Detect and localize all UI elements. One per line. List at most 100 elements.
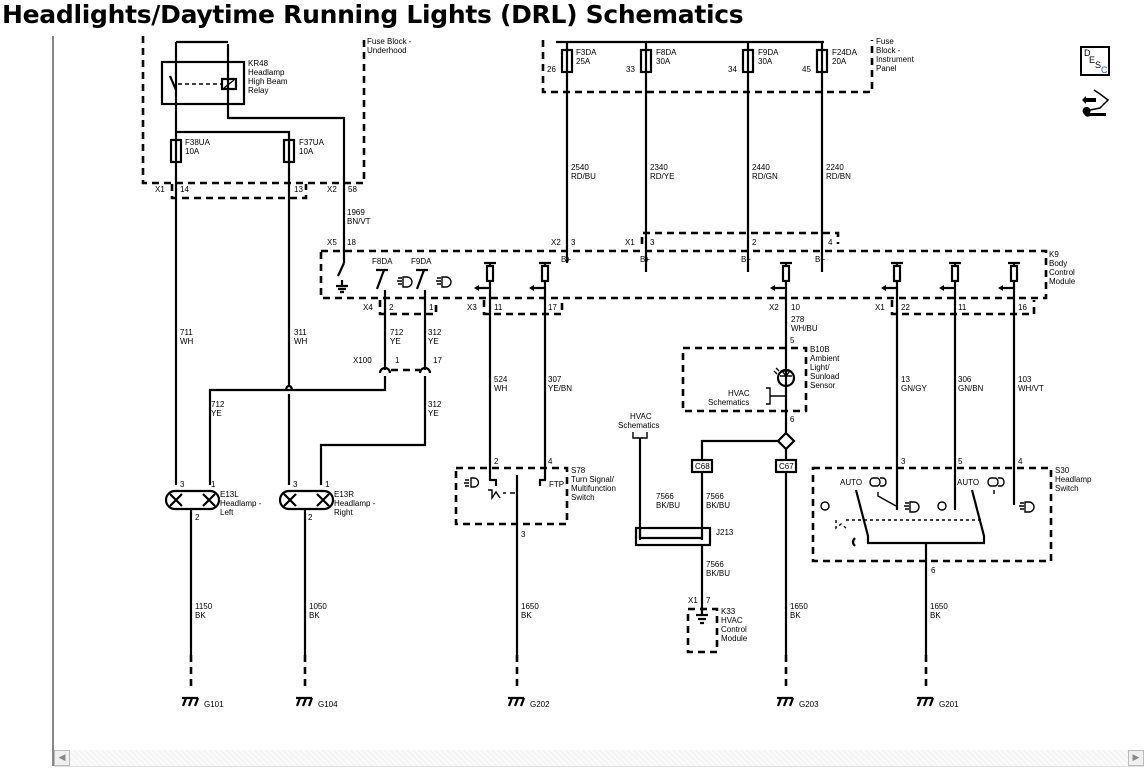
diagram-label: B+ (815, 255, 825, 264)
diagram-label: E13L (220, 490, 239, 499)
diagram-label: BK/BU (706, 501, 730, 510)
diagram-label: F38UA (185, 138, 211, 147)
diagram-label: 30A (758, 57, 773, 66)
diagram-label: Light/ (810, 363, 830, 372)
diagram-label: Control (721, 625, 747, 634)
diagram-label: 7566 (706, 492, 724, 501)
diagram-label: X1 (625, 238, 635, 247)
diagram-label: AUTO (957, 478, 979, 487)
diagram-label: 3 (180, 480, 185, 489)
diagram-label: 2540 (571, 163, 589, 172)
diagram-label: X100 (353, 356, 372, 365)
diagram-label: 18 (347, 238, 356, 247)
fuse-block-instrument-panel: Fuse Block - Instrument Panel (541, 37, 915, 94)
diagram-label: F8DA (372, 257, 393, 266)
headlamp-switch-s30: 3 5 4 6 AUTO AUTO S30 Headlamp Switch (811, 457, 1092, 575)
resistor-icon (485, 264, 495, 283)
diagram-label: E13R (334, 490, 354, 499)
headlamp-right-e13r: 3 1 2 E13R Headlamp - Right (278, 480, 376, 522)
diagram-label: 16 (1018, 303, 1027, 312)
diagram-label: 1 (325, 480, 330, 489)
diagram-label: FTP (549, 480, 564, 489)
diagram-label: WH (494, 384, 508, 393)
diagram-label: High Beam (248, 77, 288, 86)
diagram-label: BK/BU (656, 501, 680, 510)
ground-g104: G104 (295, 696, 338, 709)
diagram-label: 1050 (309, 602, 327, 611)
diagram-label: HVAC (721, 616, 743, 625)
body-control-module-k9: K9 Body Control Module (319, 249, 1076, 300)
diagram-label: 33 (626, 65, 635, 74)
diagram-label: C67 (779, 462, 794, 471)
diagram-label: Relay (248, 86, 268, 95)
diagram-label: 22 (901, 303, 910, 312)
hvac-control-module-k33: X1 7 K33 HVAC Control Module (686, 596, 748, 654)
diagram-label: 711 (180, 328, 193, 337)
diagram-label: BK (195, 611, 206, 620)
diagram-label: F37UA (299, 138, 325, 147)
ground-g203: G203 (776, 696, 819, 709)
diagram-label: 17 (433, 356, 442, 365)
diagram-label: 2440 (752, 163, 770, 172)
fuse-block-underhood: Fuse Block - Underhood (141, 36, 412, 185)
diagram-label: BK (309, 611, 320, 620)
diagram-label: 6 (790, 415, 795, 424)
diagram-label: 13 (901, 375, 910, 384)
splice-j213: J213 (634, 526, 734, 547)
diagram-label: WH (294, 337, 308, 346)
diagram-label: Headlamp (1055, 475, 1092, 484)
scroll-left-button[interactable]: ◀ (54, 750, 70, 766)
bcm-inputs (474, 261, 1020, 298)
diagram-label: B10B (810, 345, 830, 354)
diagram-label: Fuse (876, 37, 894, 46)
arrow-icon (529, 285, 534, 291)
diagram-label: F8DA (656, 48, 677, 57)
diagram-label: X2 (551, 238, 561, 247)
diagram-label: AUTO (840, 478, 862, 487)
diagram-label: G104 (318, 700, 338, 709)
diagram-label: 14 (180, 185, 189, 194)
diagram-label: 2 (494, 457, 499, 466)
pullup-input (943, 261, 961, 298)
arrow-icon (998, 285, 1003, 291)
diagram-label: B+ (561, 255, 571, 264)
diagram-label: 3 (650, 238, 655, 247)
diagram-label: X2 (327, 185, 337, 194)
diagram-label: 312 (428, 400, 442, 409)
diagram-label: Left (220, 508, 234, 517)
diagram-label: B+ (640, 255, 650, 264)
label: Fuse Block - (367, 37, 412, 46)
diagram-label: 2 (308, 513, 313, 522)
diagram-label: 2240 (826, 163, 844, 172)
diagram-label: 25A (576, 57, 591, 66)
diagram-label: RD/YE (650, 172, 674, 181)
diagram-label: BN/VT (347, 217, 371, 226)
diagram-label: BK (790, 611, 801, 620)
scroll-right-button[interactable]: ▶ (1128, 750, 1144, 766)
resistor-icon (1009, 264, 1019, 283)
arrow-icon (939, 285, 944, 291)
diagram-label: F24DA (832, 48, 858, 57)
diagram-label: 5 (958, 457, 963, 466)
diagram-label: YE (428, 337, 439, 346)
diagram-label: G101 (204, 700, 224, 709)
diagram-label: 1969 (347, 208, 365, 217)
diagram-label: S78 (571, 466, 586, 475)
diagram-label: Panel (876, 64, 897, 73)
ground-g101: G101 (181, 696, 224, 709)
description-icon[interactable]: D E S C (1080, 46, 1110, 76)
headlamp-icon (397, 276, 413, 288)
diagram-label: F3DA (576, 48, 597, 57)
diagram-label: F9DA (411, 257, 432, 266)
diagram-label: 30A (656, 57, 671, 66)
diagram-label: 712 (390, 328, 404, 337)
horizontal-scrollbar[interactable]: ◀ ▶ (54, 750, 1144, 767)
connector-tool-icon[interactable] (1080, 86, 1114, 122)
diagram-label: GN/GY (901, 384, 927, 393)
diagram-label: 4 (828, 238, 833, 247)
fuse-f37ua: F37UA 10A (282, 138, 325, 164)
headlamp-icon (436, 276, 452, 288)
arrow-icon (770, 285, 775, 291)
diagram-label: YE/BN (548, 384, 572, 393)
